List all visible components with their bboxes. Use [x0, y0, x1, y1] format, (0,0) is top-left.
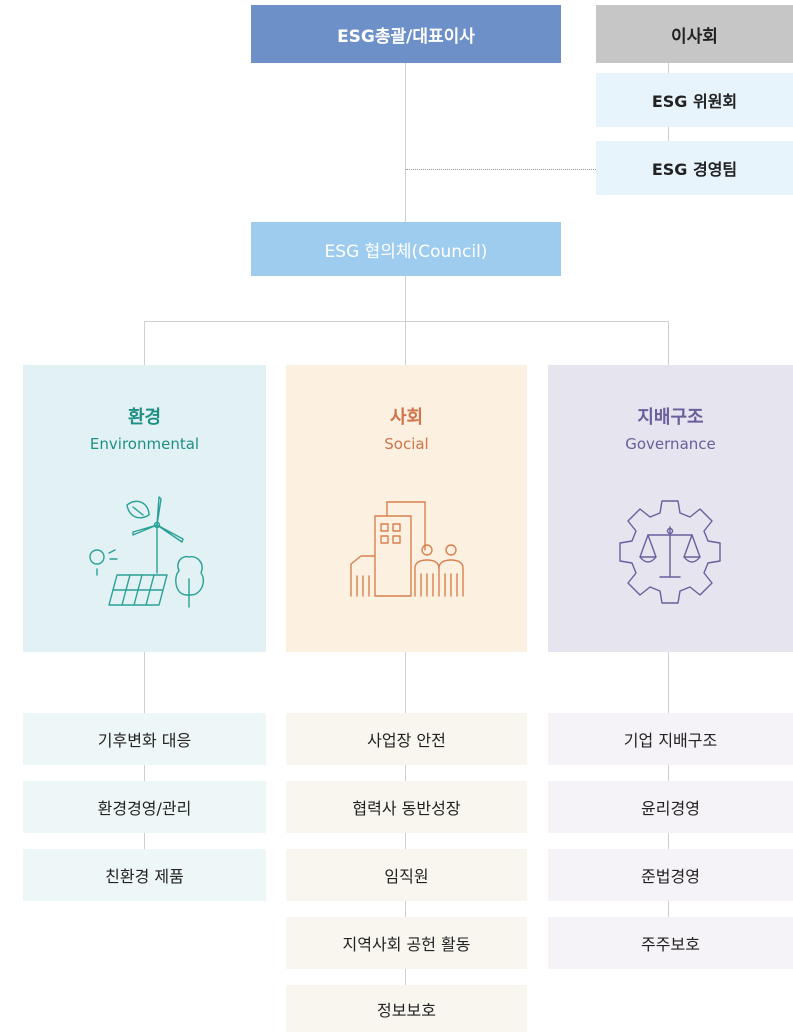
council-box: ESG 협의체(Council) — [251, 222, 561, 276]
list-item: 환경경영/관리 — [23, 781, 266, 833]
connector-horizontal — [144, 321, 669, 322]
pillar-subtitle: Governance — [625, 435, 716, 453]
pillar-title: 지배구조 — [637, 407, 704, 428]
list-item: 친환경 제품 — [23, 849, 266, 901]
committee-box: ESG 위원회 — [596, 73, 793, 127]
connector-ceo-council — [405, 63, 406, 226]
connector-soc-down — [405, 321, 406, 365]
pillar-title: 환경 — [127, 407, 162, 428]
gear-scales-icon — [619, 500, 721, 604]
connector-env-down — [144, 321, 145, 365]
pillar-subtitle: Social — [384, 435, 429, 453]
pillar-governance: 지배구조 Governance — [548, 365, 793, 652]
list-item: 정보보호 — [286, 985, 527, 1032]
list-item: 사업장 안전 — [286, 713, 527, 765]
wind-solar-tree-icon — [89, 496, 205, 608]
list-item: 주주보호 — [548, 917, 793, 969]
list-item: 기후변화 대응 — [23, 713, 266, 765]
board-box: 이사회 — [596, 5, 793, 63]
connector-board-committee — [668, 63, 669, 73]
pillar-subtitle: Environmental — [89, 435, 200, 453]
list-item: 지역사회 공헌 활동 — [286, 917, 527, 969]
ceo-box: ESG총괄/대표이사 — [251, 5, 561, 63]
team-box: ESG 경영팀 — [596, 141, 793, 195]
pillar-social: 사회 Social — [286, 365, 527, 652]
connector-gov-down — [668, 321, 669, 365]
list-item: 기업 지배구조 — [548, 713, 793, 765]
list-item: 윤리경영 — [548, 781, 793, 833]
pillar-title: 사회 — [389, 407, 424, 428]
connector-council-down — [405, 276, 406, 321]
dotted-connector-team — [406, 169, 596, 170]
list-item: 임직원 — [286, 849, 527, 901]
list-item: 준법경영 — [548, 849, 793, 901]
list-item: 협력사 동반성장 — [286, 781, 527, 833]
pillar-environmental: 환경 Environmental — [23, 365, 266, 652]
buildings-people-icon — [350, 501, 464, 597]
connector-committee-team — [668, 127, 669, 141]
